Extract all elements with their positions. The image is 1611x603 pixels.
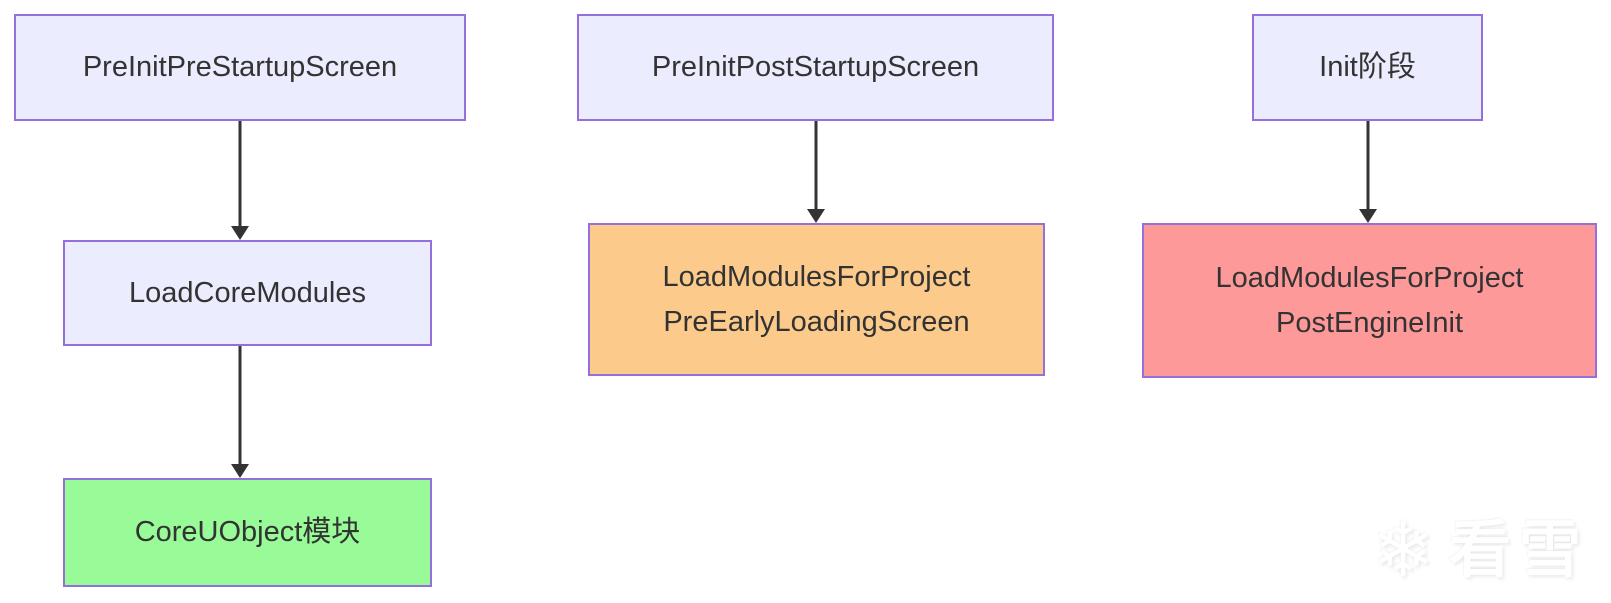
node-label: PreInitPostStartupScreen — [651, 51, 980, 83]
kanxue-watermark: ❄ 看雪 — [1371, 513, 1589, 589]
node-label-line1: LoadModulesForProject — [662, 260, 971, 293]
node-init-stage: Init阶段 — [1252, 14, 1483, 121]
node-label: LoadCoreModules — [129, 276, 366, 309]
node-label: PreInitPreStartupScreen — [82, 51, 398, 83]
arrow-preinitpoststartup-to-loadmodules-preearly — [805, 121, 827, 223]
arrow-preinitprestartup-to-loadcoremodules — [229, 121, 251, 240]
node-label-line2: PreEarlyLoadingScreen — [663, 305, 970, 338]
node-preinit-pre-startup-screen: PreInitPreStartupScreen — [14, 14, 466, 121]
node-preinit-post-startup-screen: PreInitPostStartupScreen — [577, 14, 1054, 121]
arrow-loadcoremodules-to-coreuobject — [229, 346, 251, 478]
node-load-core-modules: LoadCoreModules — [63, 240, 432, 346]
node-load-modules-pre-early-loading-screen: LoadModulesForProject PreEarlyLoadingScr… — [588, 223, 1045, 376]
node-label: CoreUObject模块 — [134, 516, 361, 548]
node-label-line2: PostEngineInit — [1275, 306, 1463, 339]
node-label: Init阶段 — [1319, 51, 1416, 83]
watermark-text: 看雪 — [1448, 516, 1589, 585]
snowflake-icon: ❄ — [1371, 508, 1435, 593]
node-label-line1: LoadModulesForProject — [1215, 261, 1524, 294]
node-core-uobject-module: CoreUObject模块 — [63, 478, 432, 587]
node-load-modules-post-engine-init: LoadModulesForProject PostEngineInit — [1142, 223, 1597, 378]
arrow-initstage-to-loadmodules-postengineinit — [1357, 121, 1379, 223]
